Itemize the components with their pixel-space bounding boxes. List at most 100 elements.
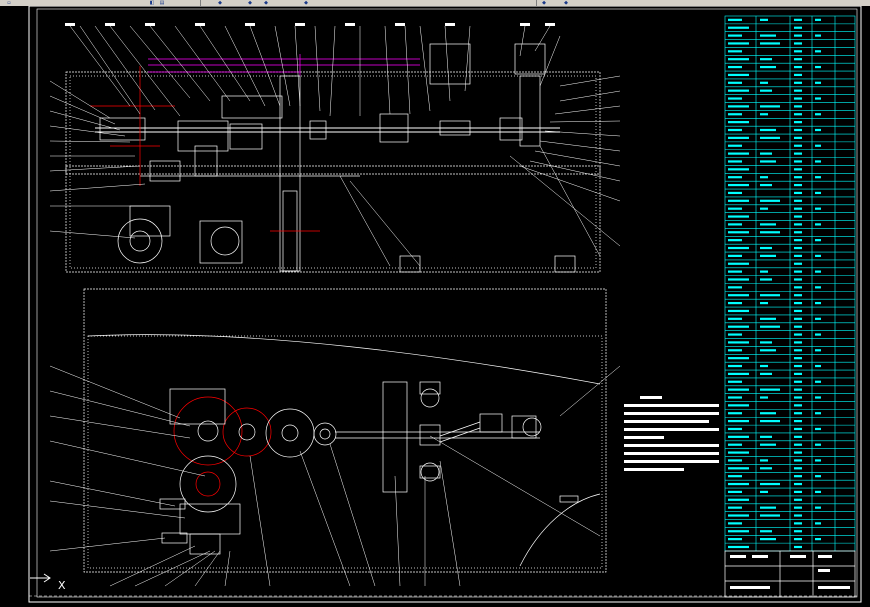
top-bracket bbox=[514, 43, 546, 75]
sensor bbox=[420, 388, 440, 408]
bom-cell bbox=[815, 427, 821, 431]
bom-cell bbox=[760, 538, 776, 541]
motor-small bbox=[189, 533, 221, 555]
settings-icon[interactable]: ◆ bbox=[542, 0, 546, 6]
bom-cell bbox=[815, 81, 821, 84]
bom-cell bbox=[794, 545, 802, 549]
bom-cell bbox=[760, 231, 780, 234]
bom-cell bbox=[760, 176, 768, 179]
bom-cell bbox=[760, 152, 772, 155]
bom-cell bbox=[815, 522, 821, 525]
bom-cell bbox=[794, 136, 802, 139]
bom-cell bbox=[728, 498, 749, 501]
bom-cell bbox=[815, 65, 821, 69]
note-line bbox=[624, 460, 719, 463]
bom-cell bbox=[815, 34, 821, 37]
bom-cell bbox=[728, 152, 749, 155]
gear-block bbox=[177, 120, 229, 152]
note-line bbox=[624, 452, 719, 455]
arm bbox=[519, 75, 541, 147]
bom-cell bbox=[760, 467, 772, 470]
bearing bbox=[309, 120, 327, 140]
lineweight-icon[interactable]: ◆ bbox=[304, 0, 308, 6]
bom-cell bbox=[728, 113, 742, 116]
bom-cell bbox=[794, 475, 802, 478]
top-bracket bbox=[429, 43, 471, 85]
bom-cell bbox=[728, 443, 742, 446]
linetype-icon[interactable]: ◆ bbox=[264, 0, 268, 6]
note-line bbox=[624, 412, 719, 415]
bom-cell bbox=[760, 412, 776, 415]
layer-icon[interactable]: ◧ bbox=[149, 0, 155, 6]
reducer-body bbox=[199, 220, 243, 264]
callout-number bbox=[395, 23, 405, 26]
bom-cell bbox=[815, 364, 821, 368]
window-icon[interactable]: ▫ bbox=[7, 0, 11, 6]
motor-wheel-inner bbox=[129, 230, 151, 252]
bom-cell bbox=[794, 490, 802, 494]
title-cell bbox=[818, 569, 830, 572]
bom-cell bbox=[728, 58, 749, 61]
motor-wheel bbox=[117, 218, 163, 264]
bom-cell bbox=[728, 475, 742, 478]
curved-edge bbox=[87, 334, 601, 385]
bom-cell bbox=[728, 317, 742, 320]
sensor bbox=[420, 462, 440, 482]
bom-cell bbox=[794, 254, 802, 257]
bom-cell bbox=[728, 325, 749, 328]
tool-icon[interactable]: ◆ bbox=[564, 0, 568, 6]
bom-cell bbox=[728, 341, 749, 344]
bom-cell bbox=[815, 176, 821, 179]
bom-cell bbox=[760, 183, 772, 187]
bom-cell bbox=[794, 364, 802, 368]
foot bbox=[399, 255, 421, 273]
bom-cell bbox=[794, 404, 802, 407]
bom-cell bbox=[794, 65, 802, 69]
bom-cell bbox=[794, 42, 802, 45]
coupling bbox=[419, 424, 441, 446]
bom-cell bbox=[760, 105, 780, 108]
bom-cell bbox=[728, 412, 742, 415]
bom-cell bbox=[794, 105, 802, 108]
color-icon[interactable]: ◆ bbox=[248, 0, 252, 6]
bom-cell bbox=[760, 420, 780, 423]
bom-cell bbox=[728, 357, 749, 360]
cad-toolbar: ▫ ◧ ▤ ◆ ◆ ◆ ◆ ◆ ◆ bbox=[0, 0, 870, 6]
title-cell bbox=[818, 586, 850, 589]
callout-number bbox=[295, 23, 305, 26]
title-block-text bbox=[730, 555, 850, 589]
bom-cell bbox=[728, 262, 749, 265]
bom-cell bbox=[794, 325, 802, 328]
bom-cell bbox=[794, 144, 802, 147]
bom-cell bbox=[815, 538, 821, 541]
drawing-canvas[interactable]: X bbox=[0, 5, 870, 603]
title-block bbox=[724, 550, 856, 598]
leader-lines bbox=[49, 365, 621, 587]
bom-cell bbox=[728, 309, 749, 313]
notes-title bbox=[640, 396, 662, 399]
bom-cell bbox=[815, 97, 821, 100]
bom-cell bbox=[794, 349, 802, 352]
bom-cell bbox=[794, 121, 802, 124]
callout-number bbox=[105, 23, 115, 26]
bom-cell bbox=[728, 73, 749, 77]
bom-cell bbox=[760, 270, 768, 273]
bom-cell bbox=[728, 81, 742, 84]
bom-cell bbox=[728, 380, 742, 383]
bom-cell bbox=[728, 160, 742, 163]
bom-cell bbox=[760, 530, 772, 533]
bom-cell bbox=[728, 105, 749, 108]
bom-cell bbox=[760, 58, 772, 61]
bom-cell bbox=[760, 223, 776, 226]
properties-icon[interactable]: ▤ bbox=[159, 0, 165, 6]
note-line bbox=[624, 436, 664, 439]
gear-block bbox=[149, 160, 181, 182]
gear-mid-core bbox=[238, 423, 256, 441]
bom-cell bbox=[794, 246, 802, 250]
match-icon[interactable]: ◆ bbox=[218, 0, 222, 6]
bom-cell bbox=[760, 65, 776, 69]
title-cell bbox=[818, 555, 832, 558]
bom-cell bbox=[728, 231, 749, 234]
sensor-mount bbox=[419, 465, 441, 479]
cad-drawing[interactable]: X bbox=[0, 5, 870, 603]
